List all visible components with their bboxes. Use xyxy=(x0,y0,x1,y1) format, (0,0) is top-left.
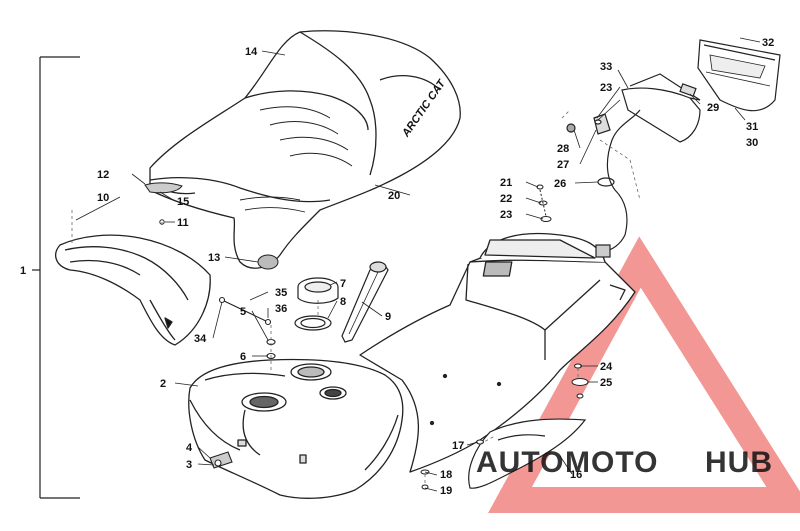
callout-3: 3 xyxy=(186,459,192,471)
rear-flap xyxy=(468,418,587,489)
callout-27: 27 xyxy=(557,159,569,171)
exploded-lines xyxy=(71,109,641,484)
callout-1: 1 xyxy=(20,265,26,277)
taillight-assembly xyxy=(621,39,781,143)
callout-14: 14 xyxy=(245,46,258,58)
callout-leaders xyxy=(75,37,761,492)
seat: ARCTIC CAT xyxy=(149,30,461,269)
callout-22: 22 xyxy=(500,193,512,205)
callout-28: 28 xyxy=(557,143,569,155)
callout-30: 30 xyxy=(746,137,758,149)
callout-12: 12 xyxy=(97,169,109,181)
callout-15: 15 xyxy=(177,196,189,208)
callout-13: 13 xyxy=(208,252,220,264)
callout-20: 20 xyxy=(388,190,400,202)
watermark-hub: HUB xyxy=(705,446,773,479)
callout-32: 32 xyxy=(762,37,774,49)
watermark-moto: MOTO xyxy=(565,446,658,479)
callout-36: 36 xyxy=(275,303,287,315)
fuel-tank xyxy=(188,358,404,499)
callout-4: 4 xyxy=(186,442,193,454)
callout-34: 34 xyxy=(194,333,207,345)
callout-labels: 1 2 3 4 5 6 7 8 9 10 11 12 13 14 15 16 1… xyxy=(20,37,774,497)
callout-21: 21 xyxy=(500,177,512,189)
callout-11: 11 xyxy=(177,217,189,229)
callout-25: 25 xyxy=(600,377,612,389)
callout-23a: 23 xyxy=(500,209,512,221)
callout-31: 31 xyxy=(746,121,758,133)
callout-16: 16 xyxy=(570,469,582,481)
fuel-gauge xyxy=(341,261,389,343)
callout-18: 18 xyxy=(440,469,452,481)
callout-29: 29 xyxy=(707,102,719,114)
callout-8: 8 xyxy=(340,296,346,308)
callout-10: 10 xyxy=(97,192,109,204)
watermark-auto: AUTO xyxy=(476,446,564,479)
callout-33: 33 xyxy=(600,61,612,73)
watermark-text: AUTO MOTO HUB xyxy=(476,446,773,479)
callout-2: 2 xyxy=(160,378,166,390)
taillight-harness xyxy=(566,109,641,258)
fuel-cap xyxy=(294,277,339,331)
assembly-bracket xyxy=(32,56,80,499)
callout-7: 7 xyxy=(340,278,346,290)
callout-9: 9 xyxy=(385,311,391,323)
callout-5: 5 xyxy=(240,306,246,318)
screws-left xyxy=(218,296,276,360)
callout-19: 19 xyxy=(440,485,452,497)
callout-35: 35 xyxy=(275,287,287,299)
hardware-console xyxy=(536,184,552,222)
hardware-bottom xyxy=(420,363,589,490)
seat-pan xyxy=(55,234,211,346)
callout-24: 24 xyxy=(600,361,613,373)
callout-6: 6 xyxy=(240,351,246,363)
callout-26: 26 xyxy=(554,178,566,190)
callout-17: 17 xyxy=(452,440,464,452)
callout-23b: 23 xyxy=(600,82,612,94)
